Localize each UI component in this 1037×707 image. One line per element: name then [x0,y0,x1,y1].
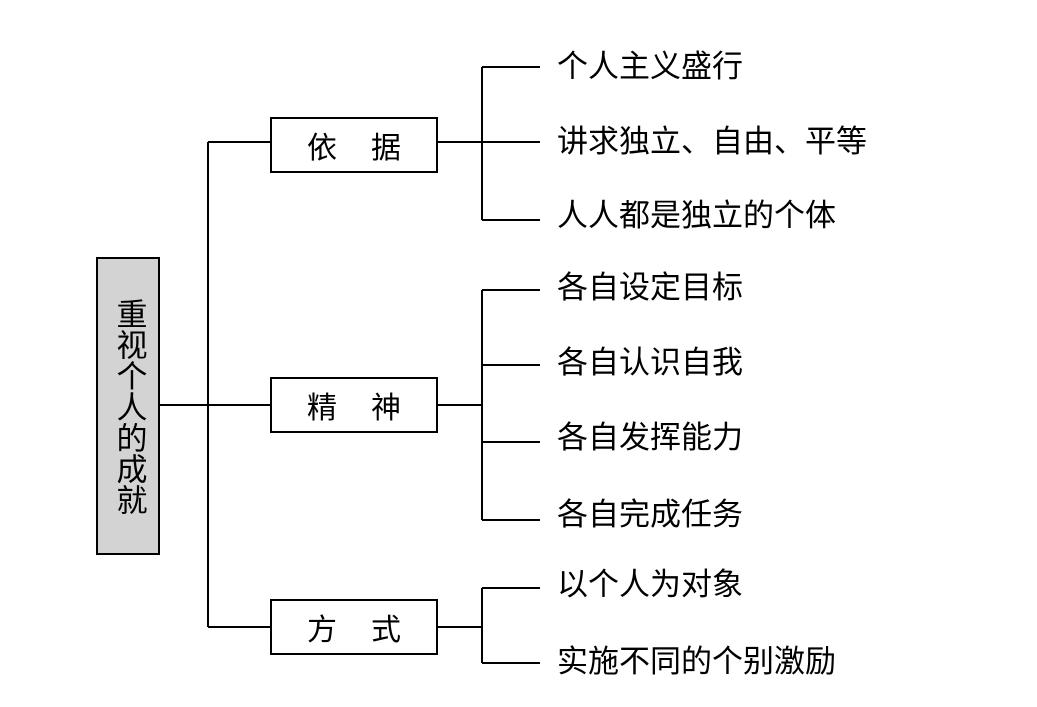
leaf-spirit-4: 各自完成任务 [557,497,743,533]
node-spirit-char-2: 神 [371,391,401,426]
leaf-spirit-3: 各自发挥能力 [557,420,743,456]
node-basis-char-1: 依 [307,131,337,166]
node-method-char-1: 方 [307,613,337,648]
leaf-spirit-2: 各自认识自我 [557,345,743,381]
leaf-basis-2: 讲求独立、自由、平等 [557,124,867,160]
leaf-basis-3: 人人都是独立的个体 [557,198,836,234]
root-node: 重视个人的成就 [96,257,160,555]
node-basis-char-2: 据 [371,131,401,166]
node-basis: 依据 [270,117,438,173]
leaf-spirit-1: 各自设定目标 [557,270,743,306]
root-label: 重视个人的成就 [110,297,147,515]
leaf-method-1: 以个人为对象 [557,567,743,603]
leaf-basis-1: 个人主义盛行 [557,49,743,85]
node-spirit-char-1: 精 [307,391,337,426]
node-method: 方式 [270,599,438,655]
node-spirit: 精神 [270,377,438,433]
leaf-method-2: 实施不同的个别激励 [557,644,836,680]
node-method-char-2: 式 [371,613,401,648]
